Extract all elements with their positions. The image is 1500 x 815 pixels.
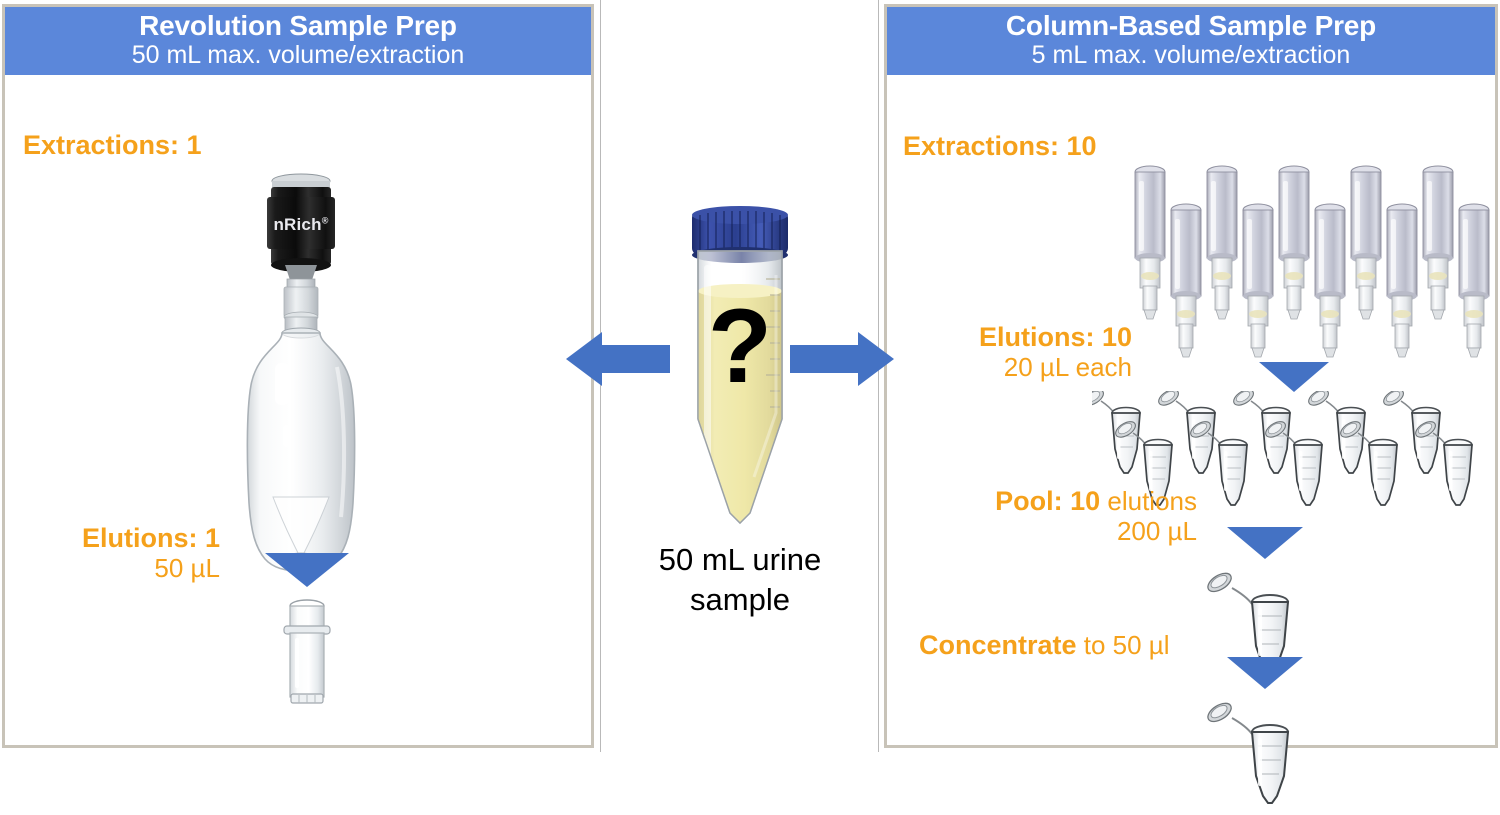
divider-right [878,0,879,752]
final-tube-icon [1207,702,1290,805]
left-panel-header: Revolution Sample Prep 50 mL max. volume… [5,7,591,76]
urine-sample-tube [680,205,800,550]
nrich-device-and-bottle-icon [246,173,356,572]
right-arrow-icon [790,332,894,386]
left-extractions-label: Extractions: 1 [23,130,202,161]
right-concentrate-label: Concentrate to 50 µl [919,630,1170,661]
nrich-bottle-assembly: nRich® [221,167,381,587]
centre-caption: 50 mL urine sample [600,540,880,619]
right-pool-count: Pool: 10 [995,486,1101,517]
right-panel-header: Column-Based Sample Prep 5 mL max. volum… [887,7,1495,76]
centre-sample-column: ? 50 mL urine sample [600,0,880,752]
concentrated-sample-tube [1202,700,1322,810]
left-elutions-volume: 50 µL [154,552,220,583]
right-extractions-label: Extractions: 10 [903,131,1097,162]
right-flow-arrow-2 [1227,527,1303,564]
left-panel-title: Revolution Sample Prep [139,10,457,41]
right-panel-title: Column-Based Sample Prep [1005,10,1377,41]
right-concentrate-line: Concentrate to 50 µl [919,630,1170,661]
right-flow-arrow-1 [1259,362,1329,397]
right-concentrate-action: Concentrate [919,630,1077,661]
right-panel-body: Extractions: 10 [887,75,1497,805]
left-extractions-value: Extractions: 1 [23,130,202,161]
left-panel-body: Extractions: 1 [5,75,591,730]
right-panel-subtitle: 5 mL max. volume/extraction [1031,40,1351,69]
collection-vial-icon [283,599,331,704]
left-flow-arrow-down [265,553,349,592]
spin-columns-icon [1134,165,1490,358]
arrow-to-column-based [790,332,894,386]
left-collection-vial [277,596,337,708]
conical-tube-icon [692,206,788,525]
question-mark: ? [707,288,773,405]
right-flow-arrow-3 [1227,657,1303,694]
panel-revolution-sample-prep: Revolution Sample Prep 50 mL max. volume… [2,4,594,748]
right-pool-unit: elutions [1100,486,1197,517]
right-concentrate-volume: to 50 µl [1076,630,1170,661]
right-elutions-volume: 20 µL each [1003,351,1132,382]
left-panel-subtitle: 50 mL max. volume/extraction [131,40,465,69]
right-pool-volume: 200 µL [1116,515,1197,546]
centre-caption-line-2: sample [690,581,790,617]
right-elutions-label: Elutions: 10 20 µL each [887,322,1132,382]
right-pool-line-1: Pool: 10 elutions [887,486,1197,517]
right-pool-label: Pool: 10 elutions 200 µL [887,486,1197,546]
left-elutions-value: Elutions: 1 [81,523,220,554]
panel-column-based-sample-prep: Column-Based Sample Prep 5 mL max. volum… [884,4,1498,805]
right-elutions-value: Elutions: 10 [978,322,1132,353]
left-elutions-label: Elutions: 1 50 µL [5,523,220,583]
arrow-to-revolution [566,332,670,386]
centre-caption-line-1: 50 mL urine [658,542,822,577]
spin-column-group [1132,165,1497,370]
right-extractions-value: Extractions: 10 [903,131,1097,162]
left-arrow-icon [566,332,670,386]
